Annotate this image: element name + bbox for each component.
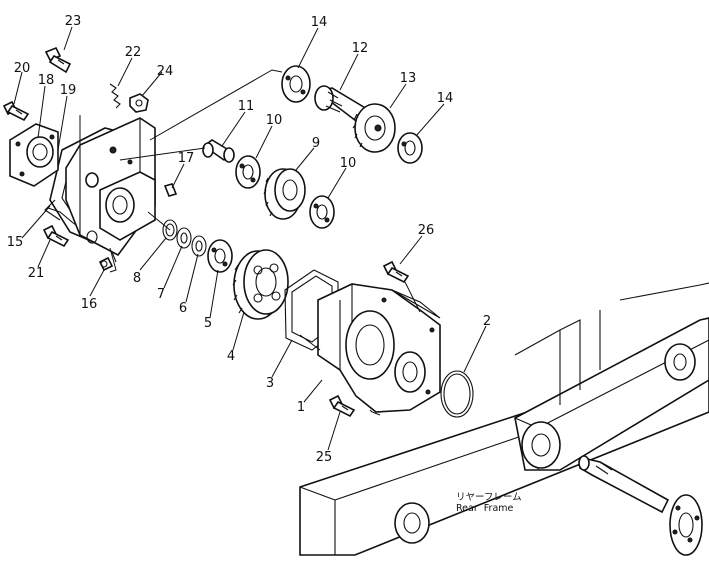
- callout-7: 7: [157, 287, 165, 302]
- part-21-bolt: [42, 224, 70, 248]
- callout-19: 19: [60, 83, 77, 98]
- part-11-shaft: [202, 139, 235, 163]
- part-18-flange: [9, 123, 59, 187]
- callout-10-upper: 10: [266, 113, 283, 128]
- rear-frame-label-japanese: リヤーフレーム: [456, 492, 522, 503]
- callout-8: 8: [133, 271, 141, 286]
- callout-13: 13: [400, 71, 417, 86]
- callout-23: 23: [65, 14, 82, 29]
- callout-9: 9: [312, 136, 320, 151]
- callout-11: 11: [238, 99, 255, 114]
- part-22-spring: [109, 83, 121, 109]
- part-6-washer: [191, 235, 207, 257]
- callout-numbers: 23 22 24 20 18 19 14 12 13 14 11 10 9 17…: [7, 14, 491, 465]
- callout-21: 21: [28, 266, 45, 281]
- callout-10-lower: 10: [340, 156, 357, 171]
- callout-15: 15: [7, 235, 24, 250]
- assembly-guide-lines: [79, 69, 421, 416]
- part-2-o-ring: [440, 370, 474, 418]
- part-5-bearing: [207, 239, 233, 273]
- callout-14-left: 14: [311, 15, 328, 30]
- rear-frame-label: リヤーフレーム Rear Frame: [456, 492, 522, 514]
- callout-20: 20: [14, 61, 31, 76]
- callout-6: 6: [179, 301, 187, 316]
- callout-25: 25: [316, 450, 333, 465]
- part-17-pin: [163, 183, 178, 197]
- callout-22: 22: [125, 45, 142, 60]
- callout-16: 16: [81, 297, 98, 312]
- part-13-gear: [352, 103, 396, 153]
- callout-18: 18: [38, 73, 55, 88]
- part-4-drive-gear: [232, 249, 289, 320]
- callout-17: 17: [178, 151, 195, 166]
- part-7-spacer: [176, 227, 192, 249]
- part-9-gear: [263, 168, 306, 220]
- part-1-case: [317, 283, 441, 413]
- callout-14-right: 14: [437, 91, 454, 106]
- part-25-bolt: [328, 394, 356, 418]
- callout-1: 1: [297, 400, 305, 415]
- axle-shaft: [578, 455, 703, 556]
- rear-frame: [299, 282, 709, 556]
- callout-2: 2: [483, 314, 491, 329]
- part-24-nut: [129, 93, 149, 113]
- callout-5: 5: [204, 316, 212, 331]
- part-10-bearing-lower: [309, 195, 335, 229]
- part-8-snap-ring: [162, 219, 178, 241]
- part-10-bearing-upper: [235, 155, 261, 189]
- callout-24: 24: [157, 64, 174, 79]
- part-14-bearing-left: [281, 65, 311, 103]
- part-16-plug: [98, 256, 114, 272]
- part-26-bolt: [382, 260, 410, 284]
- callout-leader-lines: [13, 26, 487, 451]
- rear-frame-label-english: Rear Frame: [456, 503, 514, 514]
- part-14-bearing-right: [397, 132, 423, 164]
- callout-12: 12: [352, 41, 369, 56]
- callout-3: 3: [266, 376, 274, 391]
- callout-4: 4: [227, 349, 235, 364]
- part-20-bolt: [2, 100, 30, 122]
- callout-26: 26: [418, 223, 435, 238]
- cover-housing: [65, 117, 156, 257]
- part-23-bolt: [44, 46, 72, 74]
